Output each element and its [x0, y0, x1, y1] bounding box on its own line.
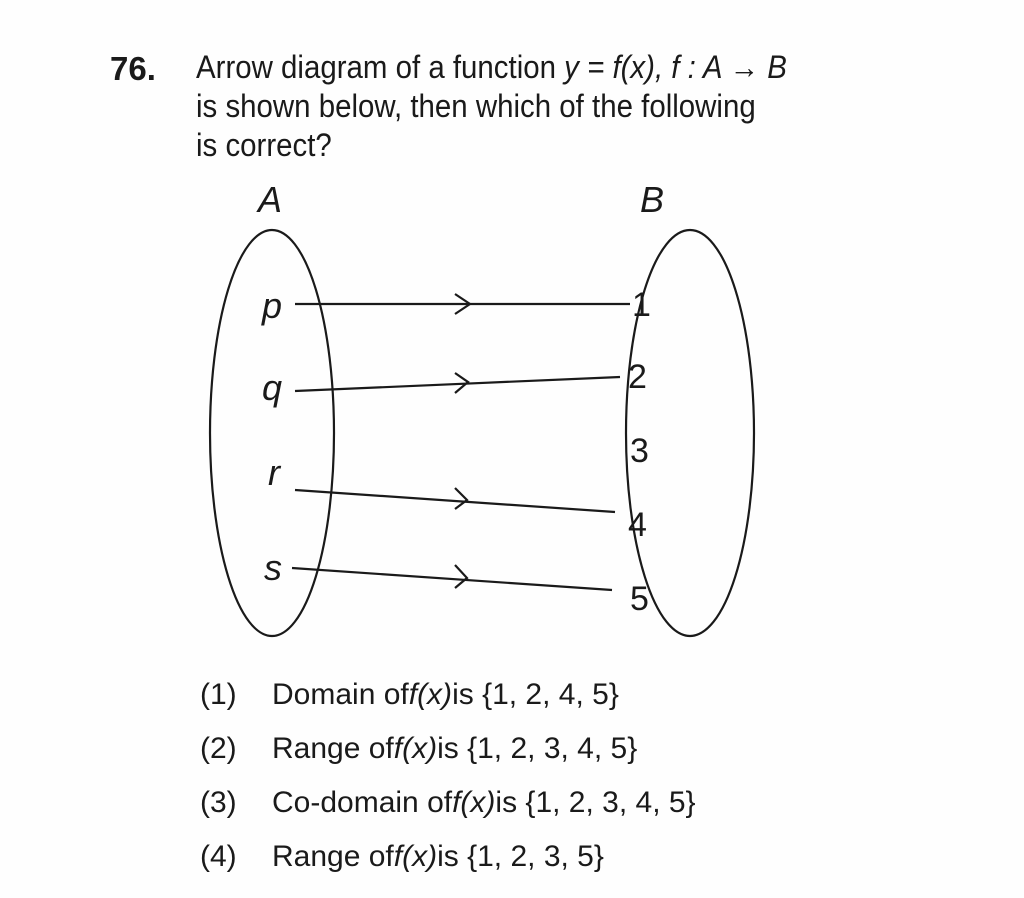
element-s: s — [264, 547, 282, 588]
element-5: 5 — [630, 580, 649, 618]
element-3: 3 — [630, 432, 649, 470]
answer-options: (1)Domain of f(x) is {1, 2, 4, 5} (2)Ran… — [200, 668, 696, 884]
option-3[interactable]: (3)Co-domain of f(x) is {1, 2, 3, 4, 5} — [200, 786, 696, 819]
question-line3: is correct? — [196, 127, 332, 163]
element-1: 1 — [632, 286, 651, 324]
element-q: q — [262, 367, 282, 408]
element-4: 4 — [628, 506, 647, 544]
set-a-ellipse — [208, 228, 336, 638]
set-b-label: B — [640, 179, 664, 220]
set-a-label: A — [256, 179, 282, 220]
element-r: r — [268, 452, 282, 493]
element-p: p — [261, 285, 282, 326]
question-text: Arrow diagram of a function y = f(x), f … — [196, 48, 858, 165]
question-number: 76. — [110, 50, 156, 87]
element-2: 2 — [628, 358, 647, 396]
arrow-diagram: A B p q r s 1 2 3 4 5 — [208, 179, 756, 638]
function-notation: y = f(x), f : A → B — [564, 49, 787, 85]
option-4[interactable]: (4)Range of f(x) is {1, 2, 3, 5} — [200, 840, 604, 873]
question-line1: Arrow diagram of a function — [196, 49, 565, 85]
question-line2: is shown below, then which of the follow… — [196, 88, 756, 124]
option-1[interactable]: (1)Domain of f(x) is {1, 2, 4, 5} — [200, 678, 619, 711]
set-b-ellipse — [624, 228, 756, 638]
option-2[interactable]: (2)Range of f(x) is {1, 2, 3, 4, 5} — [200, 732, 638, 765]
